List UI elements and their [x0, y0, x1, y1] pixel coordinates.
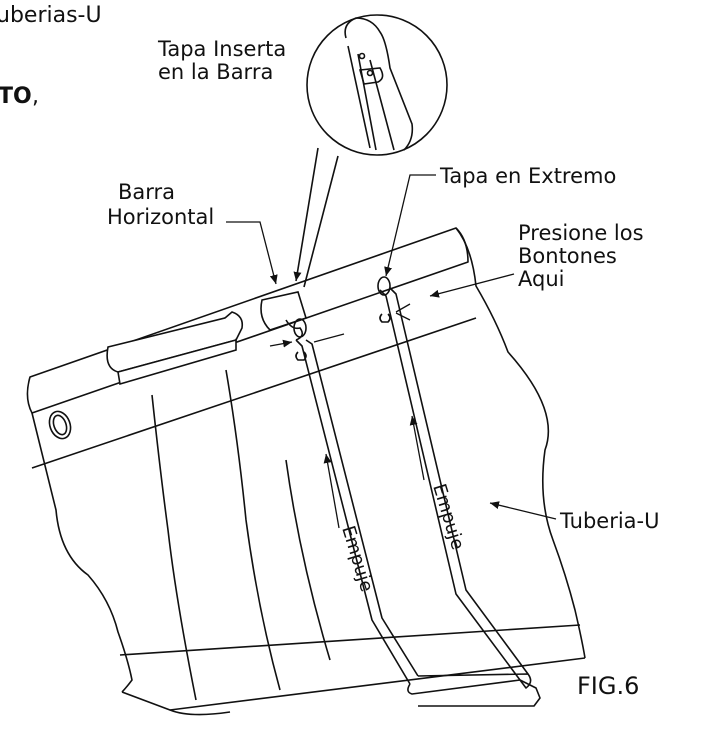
label-tapa-inserta-1: Tapa Inserta [157, 37, 286, 61]
label-tapa-extremo: Tapa en Extremo [439, 164, 616, 188]
figure-number: FIG.6 [577, 672, 639, 700]
label-tapa-inserta-2: en la Barra [158, 60, 273, 84]
page-fragment-bold: TO [0, 84, 32, 109]
label-barra-2: Horizontal [107, 205, 214, 229]
label-empuje-right: Empuje [428, 481, 468, 552]
label-barra-1: Barra [118, 180, 175, 204]
label-presione-2: Bontones [518, 244, 617, 268]
lid-handle [106, 311, 244, 386]
label-presione-3: Aqui [518, 267, 564, 291]
leader-lines [226, 174, 557, 529]
label-empuje-left: Empuje [337, 523, 377, 594]
horizontal-bar [260, 291, 307, 341]
u-tube [293, 276, 541, 707]
detail-inset [293, 14, 448, 288]
page-fragment-comma: , [32, 84, 39, 109]
can-body [26, 227, 586, 716]
label-presione-1: Presione los [518, 221, 644, 245]
label-tuberia: Tuberia-U [559, 509, 659, 533]
page-fragment-top: uberias-U [0, 3, 102, 28]
